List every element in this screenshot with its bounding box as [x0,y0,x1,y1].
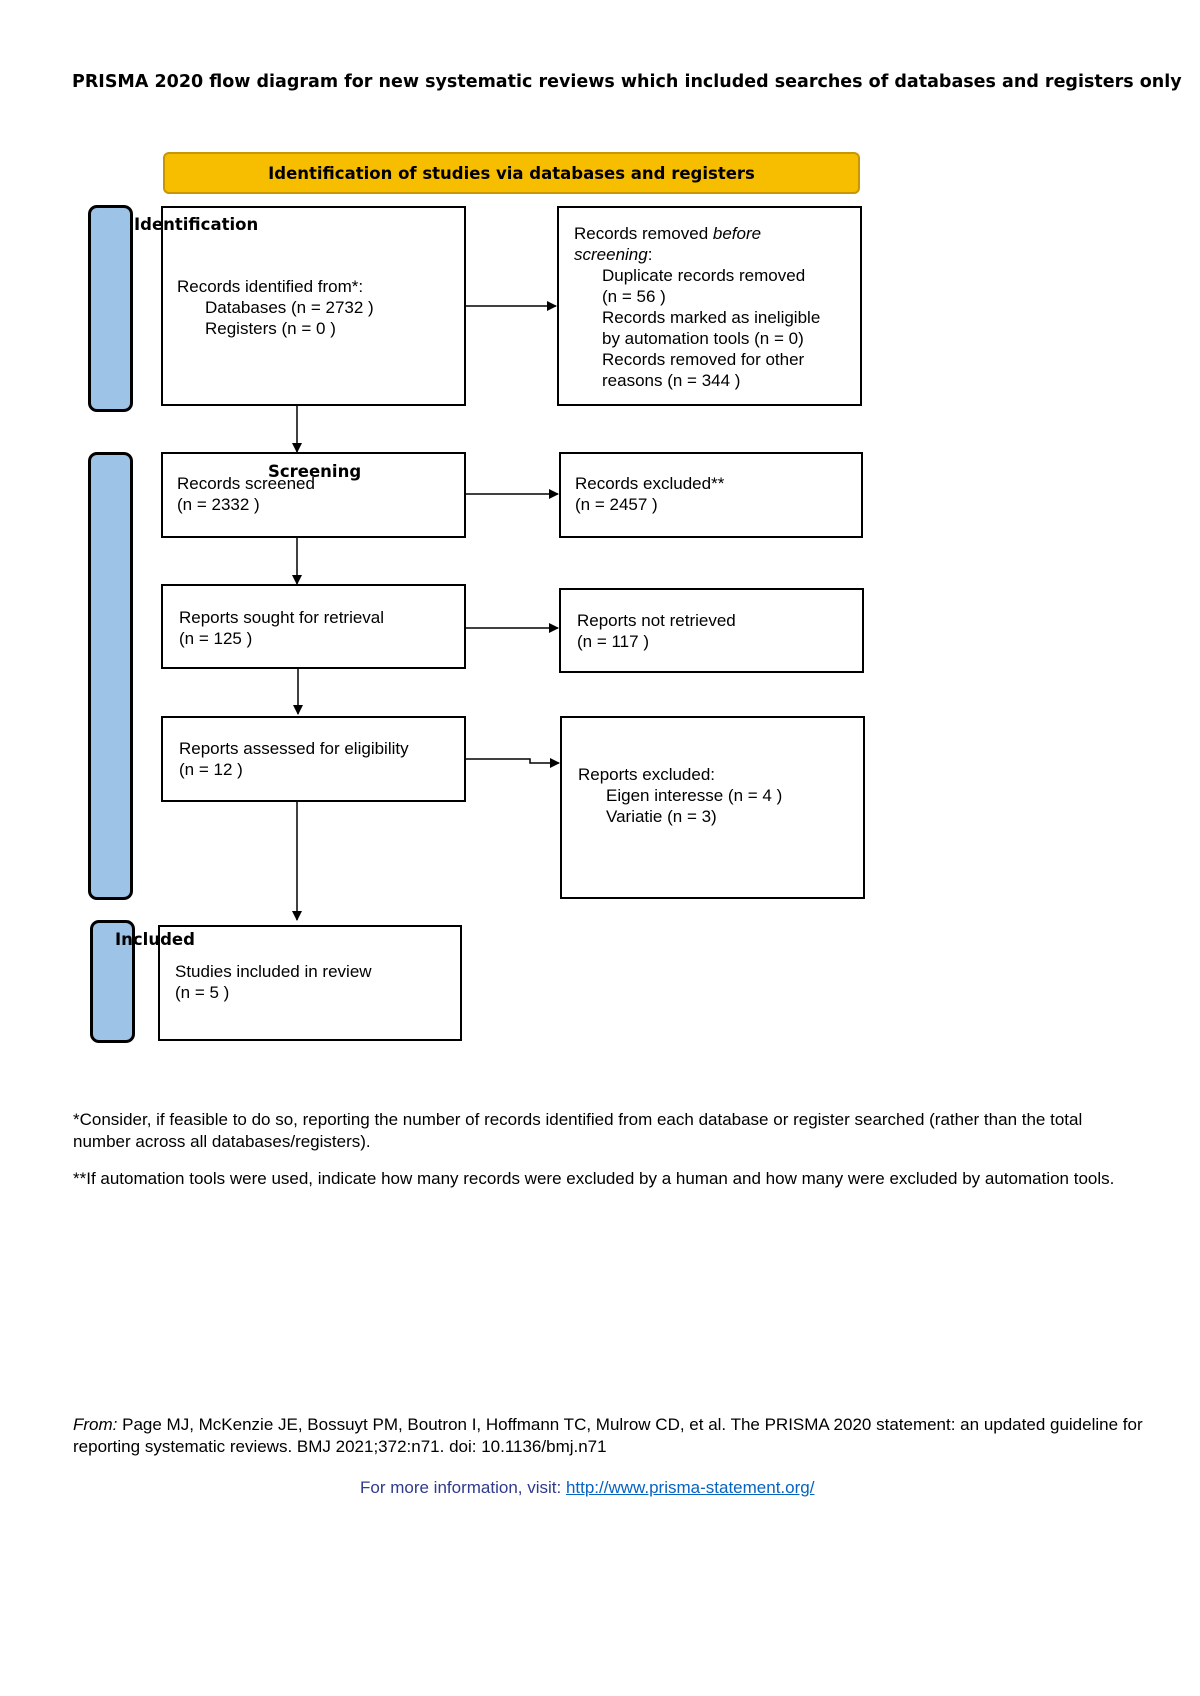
identification-banner: Identification of studies via databases … [163,152,860,194]
records-excluded-box: Records excluded** (n = 2457 ) [559,452,863,538]
ineligible-records-count: by automation tools (n = 0) [602,329,804,348]
screening-phase-bar [88,452,133,900]
records-screened-label: Records screened [177,474,315,493]
reports-excluded-heading: Reports excluded: [578,765,716,784]
included-phase-label: Included [115,930,195,949]
records-excluded-label: Records excluded** [575,474,725,493]
reports-sought-label: Reports sought for retrieval [179,608,385,627]
reports-assessed-label: Reports assessed for eligibility [179,739,409,758]
records-removed-heading: Records removed before [574,224,762,243]
reports-assessed-count: (n = 12 ) [179,760,243,779]
registers-count: Registers (n = 0 ) [205,319,336,338]
included-phase-bar [90,920,135,1043]
reports-sought-count: (n = 125 ) [179,629,253,648]
databases-count: Databases (n = 2732 ) [205,298,374,317]
records-identified-heading: Records identified from*: [177,277,364,296]
reports-not-retrieved-count: (n = 117 ) [577,632,649,651]
more-info: For more information, visit: http://www.… [360,1477,814,1499]
reports-not-retrieved-box: Reports not retrieved (n = 117 ) [559,588,864,673]
records-screened-box: Records screened (n = 2332 ) [161,452,466,538]
records-identified-box: Records identified from*: Databases (n =… [161,206,466,406]
reports-excluded-box: Reports excluded: Eigen interesse (n = 4… [560,716,865,899]
identification-phase-label: Identification [134,215,259,234]
exclusion-reason-eigen-interesse: Eigen interesse (n = 4 ) [606,786,783,805]
page-title: PRISMA 2020 flow diagram for new systema… [72,72,1182,92]
records-removed-box: Records removed before screening: Duplic… [557,206,862,406]
screening-phase-label: Screening [268,462,362,481]
prisma-website-link[interactable]: http://www.prisma-statement.org/ [565,1478,815,1497]
reports-assessed-box: Reports assessed for eligibility (n = 12… [161,716,466,802]
other-removed-records: Records removed for other [602,350,805,369]
citation-from-label: From: [73,1415,118,1434]
more-info-label: For more information, visit: [360,1478,566,1497]
records-screened-count: (n = 2332 ) [177,495,260,514]
citation-text: Page MJ, McKenzie JE, Bossuyt PM, Boutro… [73,1415,1143,1456]
citation: From: Page MJ, McKenzie JE, Bossuyt PM, … [73,1414,1153,1458]
exclusion-reason-variatie: Variatie (n = 3) [606,807,717,826]
footnote-1: *Consider, if feasible to do so, reporti… [73,1110,1083,1151]
records-excluded-count: (n = 2457 ) [575,495,658,514]
studies-included-label: Studies included in review [175,962,372,981]
reports-not-retrieved-label: Reports not retrieved [577,611,736,630]
banner-label: Identification of studies via databases … [268,163,755,183]
duplicate-records: Duplicate records removed [602,266,806,285]
reports-sought-box: Reports sought for retrieval (n = 125 ) [161,584,466,669]
studies-included-box: Studies included in review (n = 5 ) [158,925,462,1041]
studies-included-count: (n = 5 ) [175,983,230,1002]
footnote-2: **If automation tools were used, indicat… [73,1169,1115,1188]
duplicate-records-count: (n = 56 ) [602,287,666,306]
ineligible-records: Records marked as ineligible [602,308,821,327]
identification-phase-bar [88,205,133,412]
arrow-assessed-to-reports-excluded [466,758,560,768]
other-removed-records-count: reasons (n = 344 ) [602,371,741,390]
records-removed-heading-cont: screening: [574,245,653,264]
flow-arrows [292,301,560,921]
